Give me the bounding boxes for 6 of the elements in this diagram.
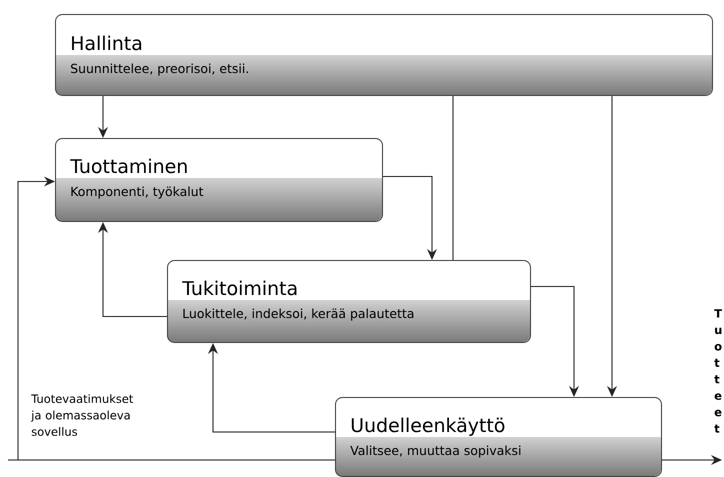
process-box: Tuottaminen Komponenti, työkalut [55, 138, 383, 222]
process-box: Uudelleenkäyttö Valitsee, muuttaa sopivaksi [335, 397, 662, 477]
process-box: Hallinta Suunnittelee, preorisoi, etsii. [55, 14, 713, 96]
note-text: Tuotevaatimukset ja olemassaoleva sovellus [31, 394, 134, 436]
process-box: Tukitoiminta Luokittele, indeksoi, kerää palautetta [167, 260, 531, 343]
cut-off-text: T u o t t e e t [714, 309, 722, 433]
